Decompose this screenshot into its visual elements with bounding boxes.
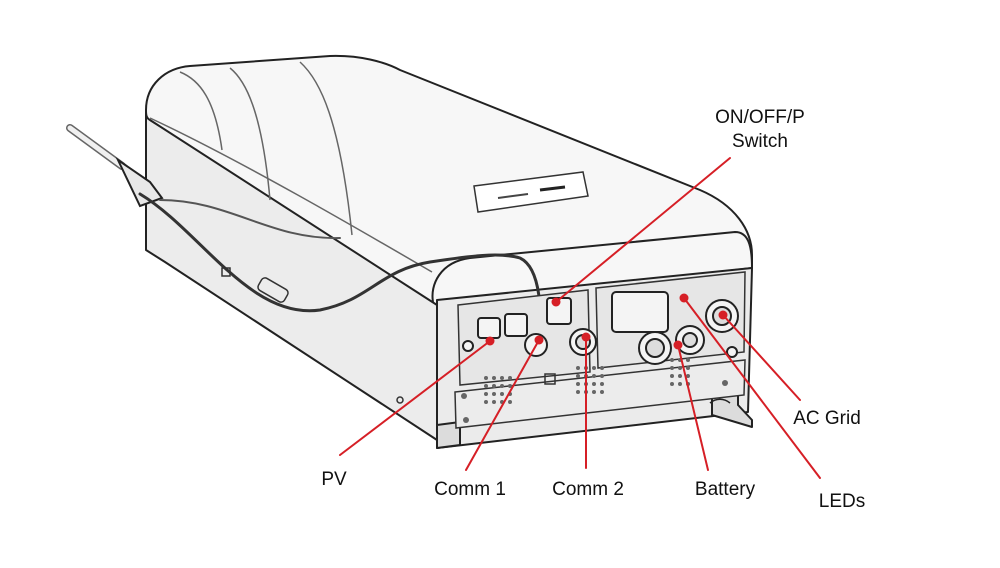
callout-switch-line2: Switch (732, 131, 788, 152)
inverter-lid (145, 54, 753, 306)
callout-switch: ON/OFF/P Switch (700, 106, 820, 154)
callout-battery: Battery (694, 479, 756, 500)
callout-pv: PV (321, 469, 347, 490)
dot-ac-grid (718, 310, 728, 320)
pv-cable (66, 124, 542, 342)
leader-battery (677, 344, 709, 471)
lid-nameplate (473, 171, 589, 213)
callout-dots (485, 293, 728, 350)
leader-ac-grid (722, 314, 801, 401)
dot-comm1 (534, 335, 544, 345)
callout-comm2: Comm 2 (552, 479, 624, 500)
callout-comm1: Comm 1 (434, 479, 506, 500)
leader-comm1 (465, 339, 540, 471)
dot-pv (485, 336, 495, 346)
leader-pv (339, 340, 491, 456)
callout-switch-line1: ON/OFF/P (715, 107, 805, 128)
dot-switch (551, 297, 561, 307)
leader-leds (683, 297, 821, 479)
leader-switch (555, 157, 731, 303)
leader-lines (339, 157, 821, 479)
dot-comm2 (581, 332, 591, 342)
dot-battery (673, 340, 683, 350)
callout-leds: LEDs (818, 491, 866, 512)
side-features (221, 267, 404, 404)
dot-leds (679, 293, 689, 303)
callout-ac-grid: AC Grid (793, 408, 861, 429)
lid-ribs (149, 61, 433, 273)
